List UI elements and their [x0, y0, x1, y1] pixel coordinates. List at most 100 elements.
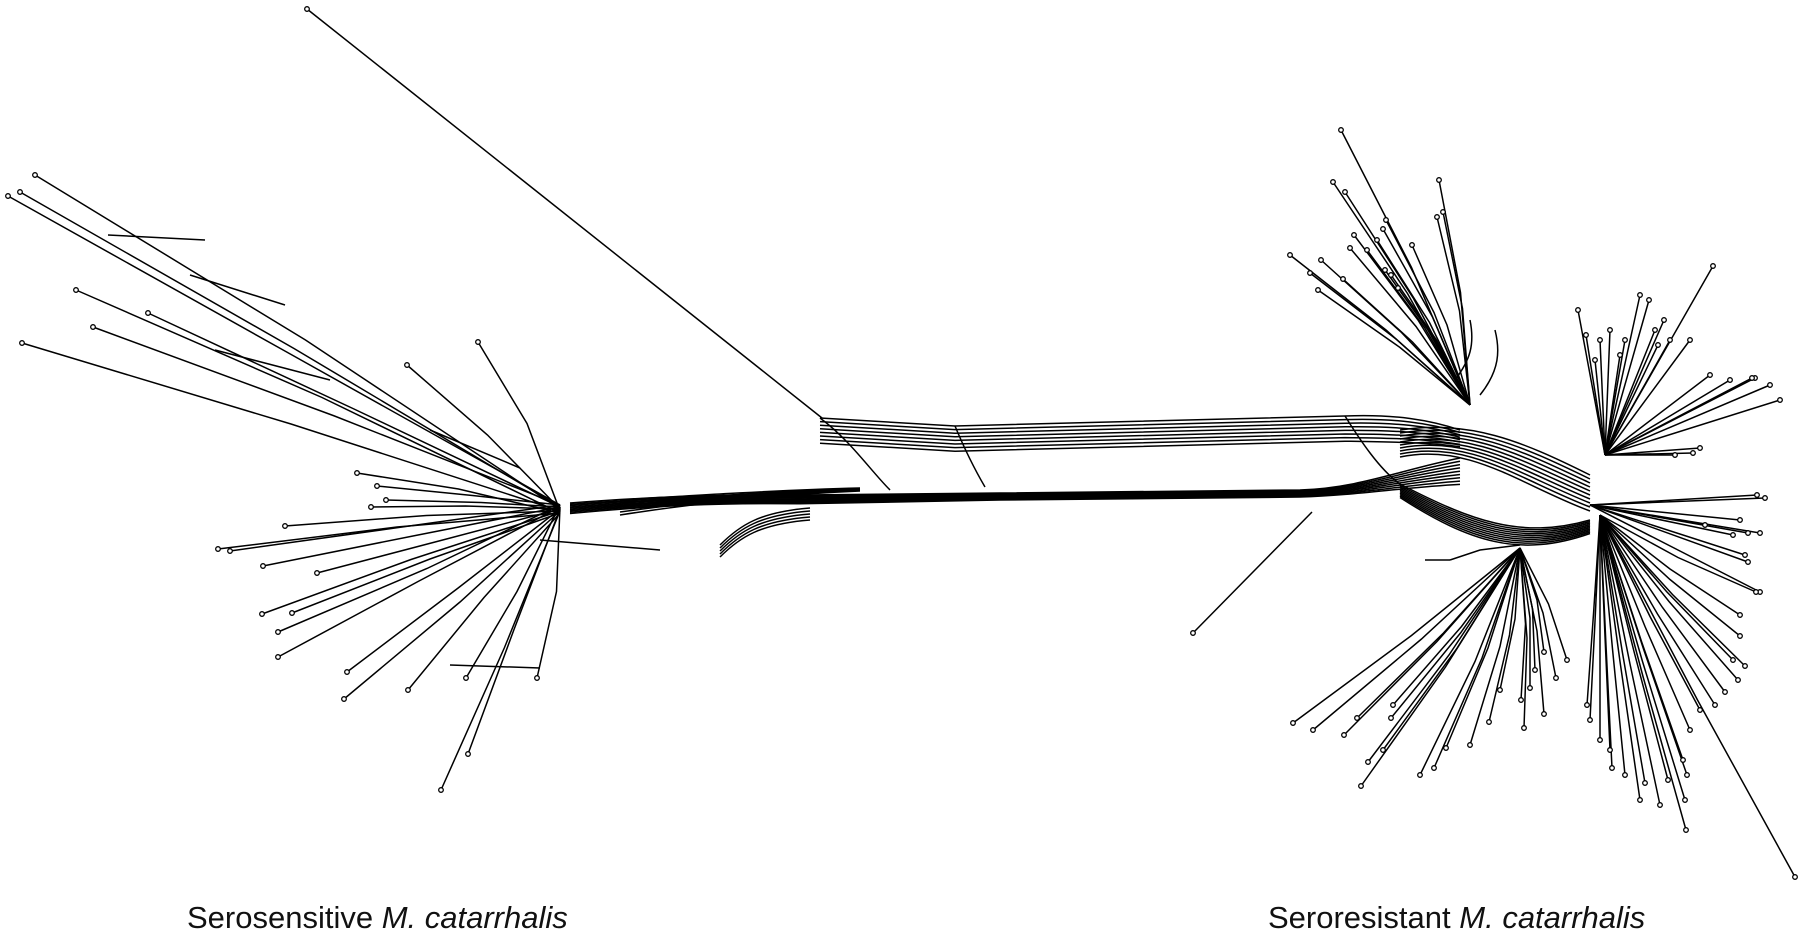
right-mid-branch — [1589, 497, 1766, 506]
right-hub-lower-strand — [1399, 492, 1591, 540]
leaf-tip — [1757, 530, 1763, 536]
leaf-tip — [1541, 649, 1547, 655]
network-leaves — [7, 8, 1796, 878]
seroresistant-label-species: M. catarrhalis — [1459, 900, 1646, 935]
right-upper-branch — [1317, 289, 1471, 406]
leaf-tip — [463, 675, 469, 681]
right-lower-left-branch — [1519, 547, 1528, 729]
left-branch — [7, 195, 561, 506]
leaf-tip — [1541, 711, 1547, 717]
right-mid-branch — [1589, 504, 1706, 526]
leaf-tip — [1443, 745, 1449, 751]
left-branch — [21, 342, 561, 512]
right-hub-lower-strand — [1399, 489, 1591, 537]
right-upper-branch — [1411, 244, 1471, 406]
leaf-tip — [1597, 337, 1603, 343]
right-lower-right-branch — [1599, 514, 1741, 616]
right-hub-lower-strand — [1399, 493, 1591, 542]
right-mid-branch — [1589, 504, 1734, 536]
leaf-tip — [1597, 737, 1603, 743]
trunk-strand — [569, 477, 1461, 512]
serosensitive-label-species: M. catarrhalis — [381, 900, 568, 935]
leaf-tip — [341, 696, 347, 702]
leaf-tip — [5, 193, 11, 199]
left-branch — [147, 312, 561, 508]
leaf-tip — [1684, 772, 1690, 778]
leaf-tip — [374, 483, 380, 489]
right-upper-right-branch — [1604, 299, 1650, 456]
leaf-tip — [1382, 267, 1388, 273]
right-lower-left-branch — [1367, 547, 1521, 763]
left-branch — [477, 341, 561, 512]
left-fan-box-edge — [189, 274, 286, 306]
right-lower-left-branch — [1469, 547, 1521, 746]
leaf-tip — [282, 523, 288, 529]
leaf-tip — [145, 310, 151, 316]
right-hub-upper-curve — [1479, 329, 1499, 396]
right-lower-right-branch — [1599, 514, 1669, 781]
left-fan-box-edge — [539, 539, 661, 551]
leaf-tip — [1564, 657, 1570, 663]
leaf-tip — [405, 687, 411, 693]
trunk-lower-strand — [719, 510, 811, 549]
left-branch — [262, 506, 561, 567]
leaf-tip — [1777, 397, 1783, 403]
right-upper-right-branch — [1604, 319, 1665, 456]
right-upper-right-branch — [1604, 329, 1611, 456]
right-lower-right-branch — [1599, 514, 1701, 711]
leaf-tip — [1395, 285, 1401, 291]
leaf-tip — [32, 172, 38, 178]
leaf-tip — [1683, 827, 1689, 833]
leaf-tip — [1655, 342, 1661, 348]
leaf-tip — [1745, 559, 1751, 565]
leaf-tip — [1388, 272, 1394, 278]
leaf-tip — [314, 570, 320, 576]
leaf-tip — [304, 6, 310, 12]
leaf-tip — [1762, 495, 1768, 501]
right-lower-right-branch — [1599, 514, 1646, 784]
leaf-tip — [1745, 530, 1751, 536]
left-branch — [284, 510, 561, 527]
right-upper-right-branch — [1604, 377, 1753, 456]
right-upper-branch — [1436, 216, 1471, 406]
left-fan-box-edge — [429, 429, 521, 469]
leaf-tip — [1609, 765, 1615, 771]
right-lower-right-branch — [1599, 514, 1611, 751]
right-lower-right-branch — [1599, 514, 1686, 801]
leaf-tip — [1722, 689, 1728, 695]
left-branch — [92, 326, 561, 506]
right-lower-left-branch — [1356, 547, 1521, 719]
leaf-tip — [534, 675, 540, 681]
right-lower-left-branch — [1519, 547, 1545, 715]
right-hub-lower-strand — [1399, 487, 1591, 535]
right-upper-right-branch — [1604, 447, 1701, 456]
trunk-strand — [569, 470, 1461, 510]
leaf-tip — [215, 546, 221, 552]
right-hub-strand — [1399, 435, 1591, 488]
leaf-tip — [438, 787, 444, 793]
leaf-tip — [227, 548, 233, 554]
outlier-branch-top — [306, 8, 823, 419]
leaf-tip — [1680, 757, 1686, 763]
leaf-tip — [1617, 352, 1623, 358]
serosensitive-label-text: Serosensitive — [187, 900, 382, 935]
leaf-tip — [1690, 450, 1696, 456]
leaf-tip — [1637, 797, 1643, 803]
right-hub-strand — [1399, 453, 1591, 512]
leaf-tip — [1310, 727, 1316, 733]
leaf-tip — [1687, 337, 1693, 343]
leaf-tip — [1190, 630, 1196, 636]
right-lower-left-branch — [1360, 547, 1521, 787]
leaf-tip — [1652, 327, 1658, 333]
left-branch — [19, 191, 561, 508]
leaf-tip — [1383, 217, 1389, 223]
right-lower-right-branch — [1599, 514, 1688, 776]
right-hub-lower-strand — [1399, 496, 1591, 546]
leaf-tip — [1646, 297, 1652, 303]
leaf-tip — [1665, 777, 1671, 783]
right-lower-left-branch — [1312, 547, 1521, 731]
leaf-tip — [1749, 375, 1755, 381]
left-branch — [291, 512, 561, 614]
leaf-tip — [354, 470, 360, 476]
right-hub-strand — [1399, 450, 1591, 508]
